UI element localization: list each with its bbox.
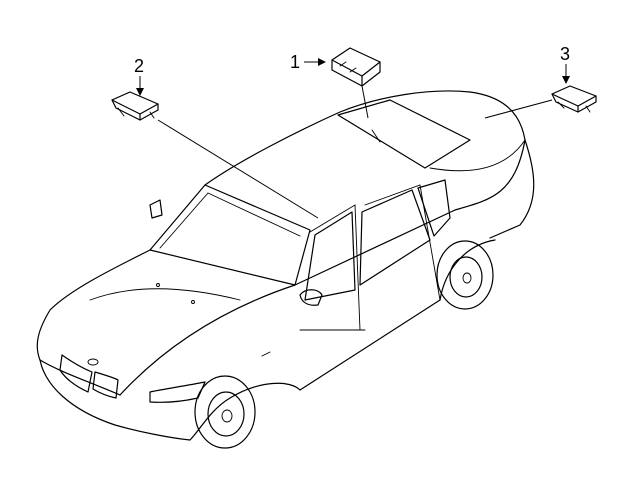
module-box-icon [331,47,381,87]
sensor-icon [551,85,597,113]
leader-3 [484,99,553,119]
car-outline-icon [36,90,535,449]
sensor-icon [111,91,159,121]
callout-1: 1 [290,52,300,72]
callout-2: 2 [134,56,144,76]
callout-1-arrowhead [318,58,326,66]
callout-3: 3 [560,44,570,64]
leader-2 [157,119,319,219]
leader-1 [361,85,369,119]
callout-2-arrowhead [136,88,144,96]
callout-3-arrowhead [562,76,570,84]
